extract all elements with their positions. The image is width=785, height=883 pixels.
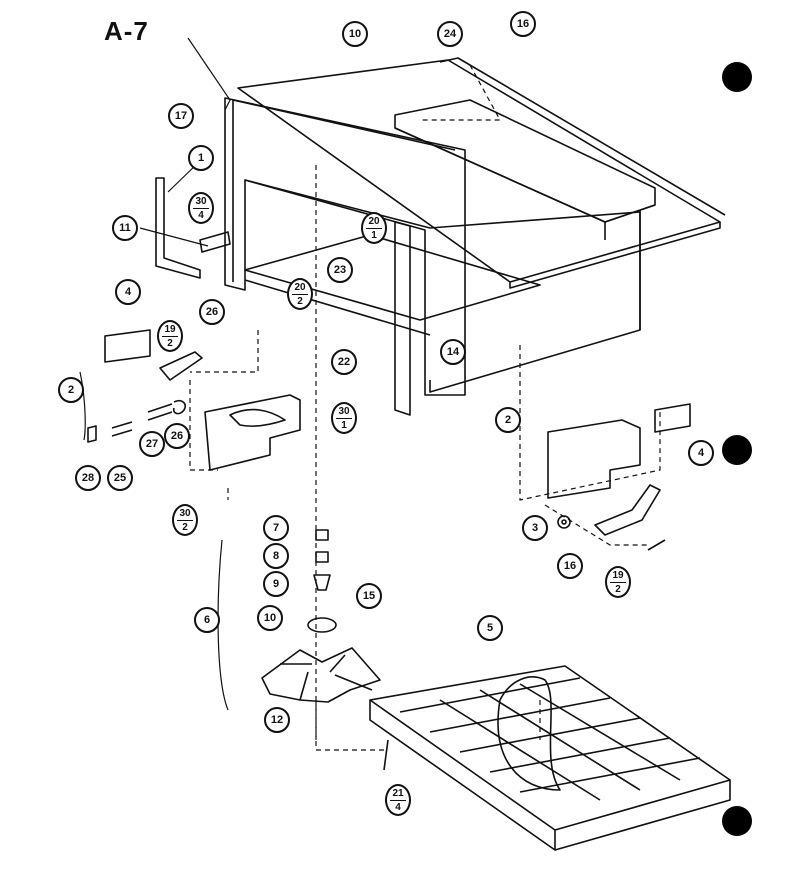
part-label-7: 7: [263, 515, 289, 541]
part-label-5: 5: [477, 615, 503, 641]
part-label-12: 12: [264, 707, 290, 733]
part-label-14: 14: [440, 339, 466, 365]
front-frame: [224, 97, 466, 396]
fraction-top: 19: [610, 569, 626, 583]
part-label-16-top: 16: [510, 11, 536, 37]
cabinet-top-edge: [509, 222, 721, 289]
punch-hole-bottom: [722, 806, 752, 836]
part-label-21-4: 21 4: [385, 784, 411, 816]
panel-4-left: [104, 329, 151, 363]
fraction-bottom: 1: [371, 230, 377, 241]
part-label-30-2: 30 2: [172, 504, 198, 536]
interior-floor: [244, 234, 541, 321]
part-label-4-right: 4: [688, 440, 714, 466]
part-label-30-1: 30 1: [331, 402, 357, 434]
fraction-top: 19: [162, 323, 178, 337]
fraction-bottom: 2: [167, 338, 173, 349]
side-panel-2: [547, 419, 641, 499]
bracket-1: [155, 177, 201, 279]
part-label-22: 22: [331, 349, 357, 375]
fraction-bottom: 2: [182, 522, 188, 533]
screw-21: [383, 739, 389, 771]
part-label-20-1: 20 1: [361, 212, 387, 244]
part-label-16-right: 16: [557, 553, 583, 579]
fan-hub: [307, 617, 337, 633]
panel-4-right: [654, 403, 691, 433]
part-label-28: 28: [75, 465, 101, 491]
part-label-2-right: 2: [495, 407, 521, 433]
part-label-20-2: 20 2: [287, 278, 313, 310]
strip-11: [199, 231, 231, 253]
pan-insert: [497, 676, 561, 791]
punch-hole-top: [722, 62, 752, 92]
screw-19: [647, 539, 666, 551]
fan-blades: [261, 647, 381, 703]
part-label-26-a: 26: [199, 299, 225, 325]
fraction-top: 30: [193, 195, 209, 209]
part-label-1: 1: [188, 145, 214, 171]
part-label-25: 25: [107, 465, 133, 491]
hinge-plate: [204, 394, 301, 471]
washer-3: [557, 515, 571, 529]
fraction-top: 30: [336, 405, 352, 419]
part-label-23: 23: [327, 257, 353, 283]
part-label-27: 27: [139, 431, 165, 457]
fraction-bottom: 1: [341, 420, 347, 431]
part-label-2-left: 2: [58, 377, 84, 403]
part-label-4-left: 4: [115, 279, 141, 305]
fraction-top: 21: [390, 787, 406, 801]
part-label-10-top: 10: [342, 21, 368, 47]
part-label-26-b: 26: [164, 423, 190, 449]
part-label-11: 11: [112, 215, 138, 241]
fraction-top: 20: [366, 215, 382, 229]
top-duct: [394, 99, 656, 223]
fraction-bottom: 2: [615, 584, 621, 595]
bracket-16: [594, 484, 661, 536]
part-label-17: 17: [168, 103, 194, 129]
bracket-14: [394, 221, 411, 416]
punch-hole-middle: [722, 435, 752, 465]
part-label-15: 15: [356, 583, 382, 609]
fraction-top: 30: [177, 507, 193, 521]
part-label-10-mid: 10: [257, 605, 283, 631]
part-label-19-2-right: 19 2: [605, 566, 631, 598]
part-label-19-2-left: 19 2: [157, 320, 183, 352]
spring-assembly: [87, 403, 173, 443]
fraction-bottom: 4: [395, 802, 401, 813]
part-label-30-4: 30 4: [188, 192, 214, 224]
part-label-8: 8: [263, 543, 289, 569]
fraction-bottom: 4: [198, 210, 204, 221]
side-rail: [439, 57, 726, 216]
diagram-title: A-7: [104, 16, 149, 46]
part-label-24: 24: [437, 21, 463, 47]
part-label-3: 3: [522, 515, 548, 541]
fraction-bottom: 2: [297, 296, 303, 307]
part-label-9: 9: [263, 571, 289, 597]
latch-26: [159, 351, 203, 381]
part-label-6: 6: [194, 607, 220, 633]
fraction-top: 20: [292, 281, 308, 295]
